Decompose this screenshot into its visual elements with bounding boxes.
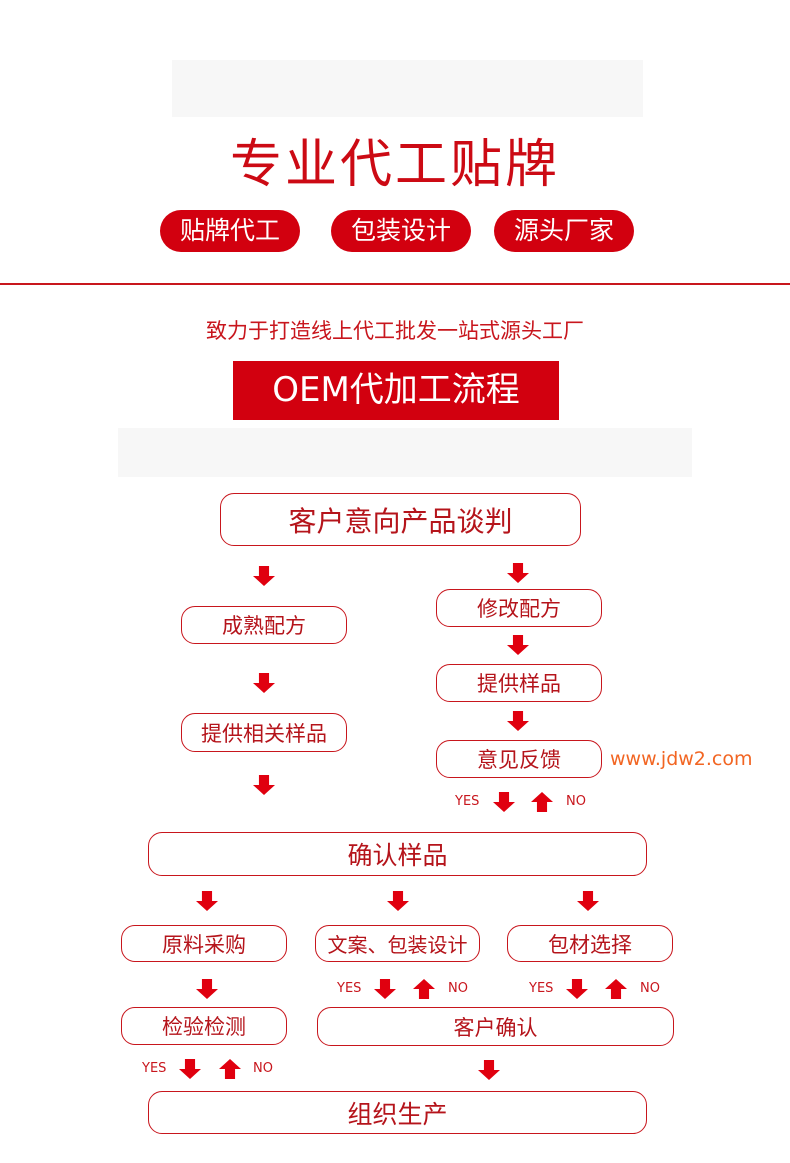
flow-step: 修改配方 [436,589,602,627]
down-arrow-icon [196,891,218,911]
no-label: NO [566,794,586,809]
down-arrow-icon [387,891,409,911]
up-arrow-icon [531,792,553,812]
flow-step: 提供样品 [436,664,602,702]
subtitle: 致力于打造线上代工批发一站式源头工厂 [206,319,584,343]
section-gray-bar [118,428,692,477]
down-arrow-icon [253,566,275,586]
page-title: 专业代工贴牌 [229,135,560,195]
flow-step: 包材选择 [507,925,673,962]
flow-step: 原料采购 [121,925,287,962]
section-title: OEM代加工流程 [233,361,559,420]
yes-label: YES [529,981,554,996]
flow-step-start: 客户意向产品谈判 [220,493,581,546]
no-label: NO [448,981,468,996]
down-arrow-icon [478,1060,500,1080]
down-arrow-icon [374,979,396,999]
header-gray-bar [172,60,643,117]
down-arrow-icon [566,979,588,999]
flow-step: 文案、包装设计 [315,925,480,962]
down-arrow-icon [196,979,218,999]
up-arrow-icon [605,979,627,999]
up-arrow-icon [219,1059,241,1079]
watermark: www.jdw2.com [610,748,753,770]
no-label: NO [640,981,660,996]
down-arrow-icon [179,1059,201,1079]
divider [0,283,790,285]
no-label: NO [253,1061,273,1076]
tag-pill: 源头厂家 [494,210,634,252]
flow-step-confirm-sample: 确认样品 [148,832,647,876]
flow-step: 意见反馈 [436,740,602,778]
flow-step-customer-confirm: 客户确认 [317,1007,674,1046]
down-arrow-icon [253,775,275,795]
down-arrow-icon [507,635,529,655]
flow-step-inspection: 检验检测 [121,1007,287,1045]
down-arrow-icon [253,673,275,693]
up-arrow-icon [413,979,435,999]
tag-pill: 贴牌代工 [160,210,300,252]
down-arrow-icon [493,792,515,812]
down-arrow-icon [507,711,529,731]
flow-step: 提供相关样品 [181,713,347,752]
flow-step: 成熟配方 [181,606,347,644]
yes-label: YES [337,981,362,996]
down-arrow-icon [577,891,599,911]
yes-label: YES [142,1061,167,1076]
tag-pill: 包装设计 [331,210,471,252]
flow-step-production: 组织生产 [148,1091,647,1134]
yes-label: YES [455,794,480,809]
down-arrow-icon [507,563,529,583]
